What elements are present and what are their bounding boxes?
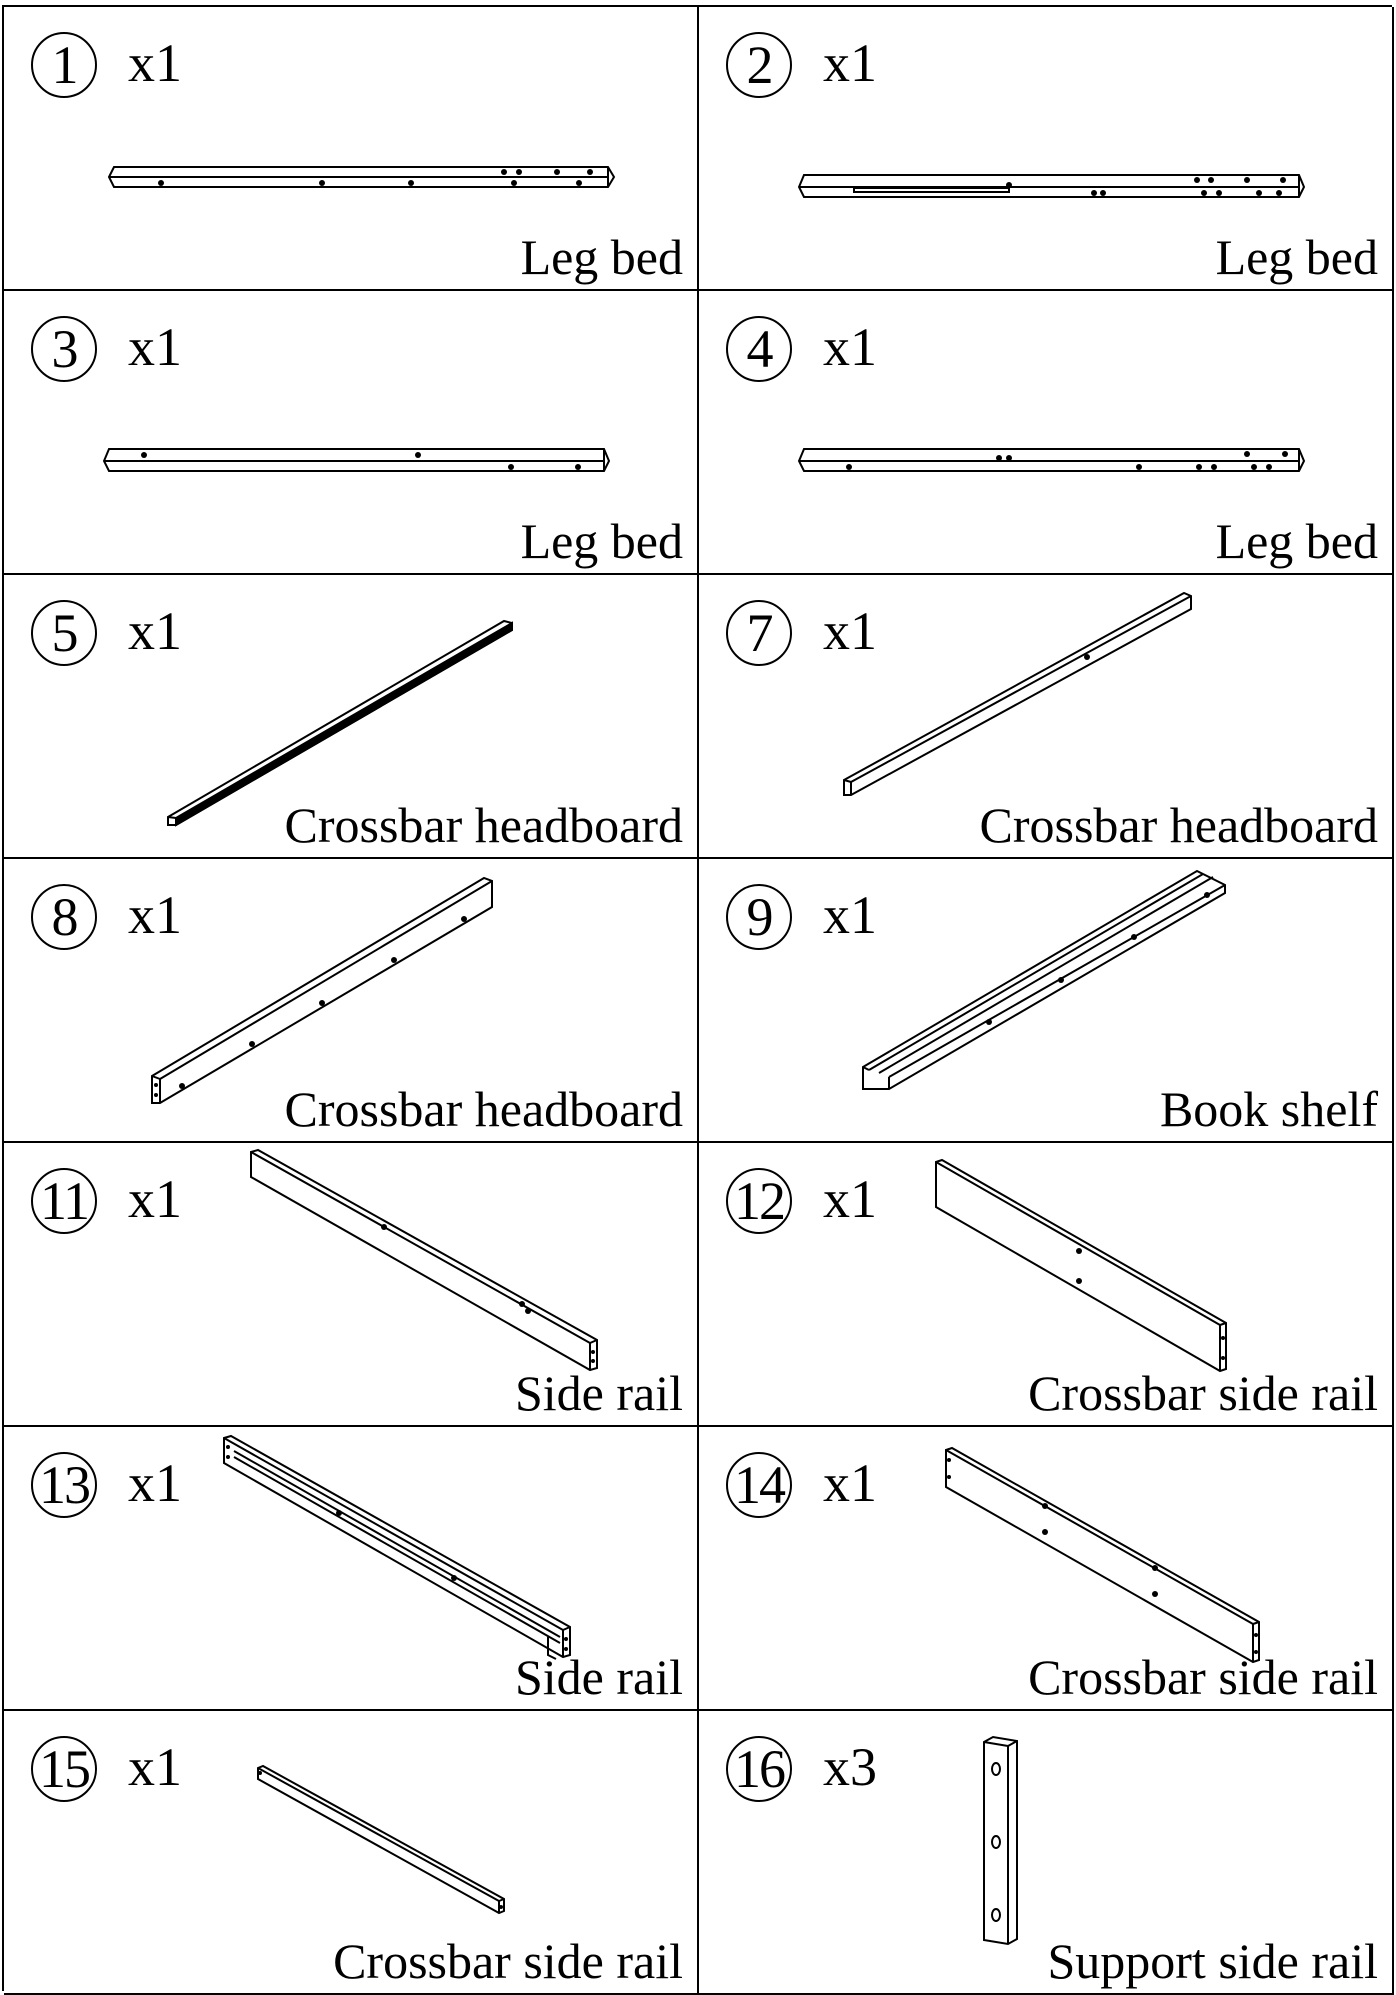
part-number-badge: 9 (726, 884, 792, 950)
part-quantity: x1 (128, 1737, 182, 1797)
part-number-badge: 1 (31, 32, 97, 98)
part-number-badge: 12 (726, 1168, 792, 1234)
part-quantity: x1 (823, 317, 877, 377)
part-name: Crossbar headboard (979, 797, 1379, 853)
part-number-badge: 5 (31, 600, 97, 666)
part-quantity: x1 (128, 33, 182, 93)
part-name: Leg bed (520, 513, 683, 569)
part-number-badge: 2 (726, 32, 792, 98)
part-name: Crossbar side rail (333, 1933, 683, 1989)
part-cell: 16 x3 Support side rail (699, 1711, 1394, 1995)
part-quantity: x1 (823, 1453, 877, 1513)
part-number-badge: 3 (31, 316, 97, 382)
part-name: Side rail (514, 1365, 683, 1421)
part-number-badge: 7 (726, 600, 792, 666)
part-name: Book shelf (1159, 1081, 1378, 1137)
part-cell: 9 x1 Book shelf (699, 859, 1394, 1143)
part-quantity: x1 (823, 885, 877, 945)
part-name: Crossbar headboard (284, 797, 684, 853)
part-cell: 13 x1 Side rail (4, 1427, 699, 1711)
part-quantity: x1 (128, 1169, 182, 1229)
crossbar-headboard-illustration (167, 619, 513, 827)
part-number-badge: 16 (726, 1736, 792, 1802)
crossbar-side-rail-illustration (257, 1764, 505, 1915)
leg-bed-illustration (797, 448, 1306, 472)
part-cell: 5 x1 Crossbar headboard (4, 575, 699, 859)
part-name: Side rail (514, 1649, 683, 1705)
part-cell: 8 x1 Crossbar headboard (4, 859, 699, 1143)
part-quantity: x1 (128, 885, 182, 945)
leg-bed-illustration (797, 174, 1306, 198)
leg-bed-illustration (102, 448, 611, 472)
part-number-badge: 14 (726, 1452, 792, 1518)
part-cell: 4 x1 Leg bed (699, 291, 1394, 575)
part-name: Crossbar side rail (1028, 1365, 1378, 1421)
part-cell: 1 x1 Leg bed (4, 7, 699, 291)
part-quantity: x1 (823, 33, 877, 93)
part-cell: 2 x1 Leg bed (699, 7, 1394, 291)
part-number-badge: 13 (31, 1452, 97, 1518)
part-cell: 12 x1 Crossbar side rail (699, 1143, 1394, 1427)
part-quantity: x1 (128, 1453, 182, 1513)
part-name: Leg bed (520, 229, 683, 285)
part-name: Crossbar side rail (1028, 1649, 1378, 1705)
support-side-rail-illustration (983, 1735, 1018, 1946)
part-name: Support side rail (1047, 1933, 1378, 1989)
crossbar-side-rail-illustration (945, 1446, 1260, 1664)
crossbar-headboard-illustration (151, 876, 493, 1104)
part-quantity: x1 (128, 601, 182, 661)
side-rail-illustration (250, 1148, 598, 1372)
leg-bed-illustration (107, 166, 616, 188)
part-quantity: x1 (128, 317, 182, 377)
part-number-badge: 11 (31, 1168, 97, 1234)
book-shelf-illustration (862, 869, 1226, 1090)
crossbar-headboard-illustration (843, 591, 1192, 796)
part-cell: 3 x1 Leg bed (4, 291, 699, 575)
part-quantity: x1 (823, 601, 877, 661)
part-name: Crossbar headboard (284, 1081, 684, 1137)
part-name: Leg bed (1215, 513, 1378, 569)
part-number-badge: 8 (31, 884, 97, 950)
crossbar-side-rail-illustration (935, 1158, 1227, 1373)
part-quantity: x3 (823, 1737, 877, 1797)
part-number-badge: 4 (726, 316, 792, 382)
part-cell: 15 x1 Crossbar side rail (4, 1711, 699, 1995)
parts-list-grid: 1 x1 Leg bed 2 x1 Leg be (2, 5, 1394, 1995)
part-cell: 11 x1 Side rail (4, 1143, 699, 1427)
side-rail-illustration (223, 1434, 571, 1660)
part-number-badge: 15 (31, 1736, 97, 1802)
part-cell: 7 x1 Crossbar headboard (699, 575, 1394, 859)
part-name: Leg bed (1215, 229, 1378, 285)
part-quantity: x1 (823, 1169, 877, 1229)
part-cell: 14 x1 Crossbar side rail (699, 1427, 1394, 1711)
